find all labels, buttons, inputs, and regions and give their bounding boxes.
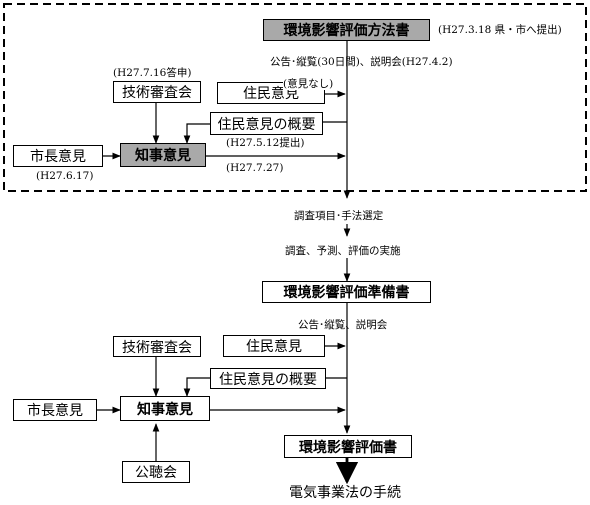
- public-hearing-box: 公聴会: [122, 461, 190, 483]
- survey-implementation-label: 調査、予測、評価の実施: [285, 245, 401, 257]
- top-mayor-opinion-box: 市長意見: [13, 145, 103, 167]
- top-mayor-date: (H27.6.17): [36, 170, 94, 182]
- top-tech-council-date: (H27.7.16答申): [113, 67, 192, 79]
- top-tech-council-box: 技術審査会: [113, 81, 201, 103]
- bottom-resident-summary-box: 住民意見の概要: [210, 368, 326, 389]
- bottom-notice-label: 公告･縦覧、説明会: [298, 319, 388, 331]
- survey-selection-label: 調査項目･手法選定: [294, 210, 384, 222]
- bottom-tech-council-box: 技術審査会: [113, 336, 201, 357]
- top-governor-opinion-box: 知事意見: [120, 143, 206, 167]
- assessment-document-box: 環境影響評価書: [284, 435, 412, 458]
- method-document-note: (H27.3.18 県・市へ提出): [438, 24, 562, 36]
- top-no-opinion-label: (意見なし): [283, 78, 334, 90]
- method-document-box: 環境影響評価方法書: [263, 19, 430, 41]
- bottom-mayor-opinion-box: 市長意見: [13, 399, 97, 421]
- top-summary-date: (H27.5.12提出): [226, 137, 305, 149]
- preparation-document-box: 環境影響評価準備書: [262, 281, 431, 303]
- top-summary-to-governor: [183, 123, 210, 144]
- top-notice-label: 公告･縦覧(30日間)、説明会(H27.4.2): [270, 56, 453, 68]
- top-resident-summary-box: 住民意見の概要: [210, 112, 323, 135]
- electricity-act-procedure-label: 電気事業法の手続: [289, 485, 401, 501]
- top-governor-date: (H27.7.27): [226, 162, 284, 174]
- bottom-resident-opinion-box: 住民意見: [223, 335, 325, 357]
- bot-summary-to-governor: [183, 377, 210, 397]
- bottom-governor-opinion-box: 知事意見: [120, 396, 210, 421]
- method-phase-frame: [3, 3, 587, 192]
